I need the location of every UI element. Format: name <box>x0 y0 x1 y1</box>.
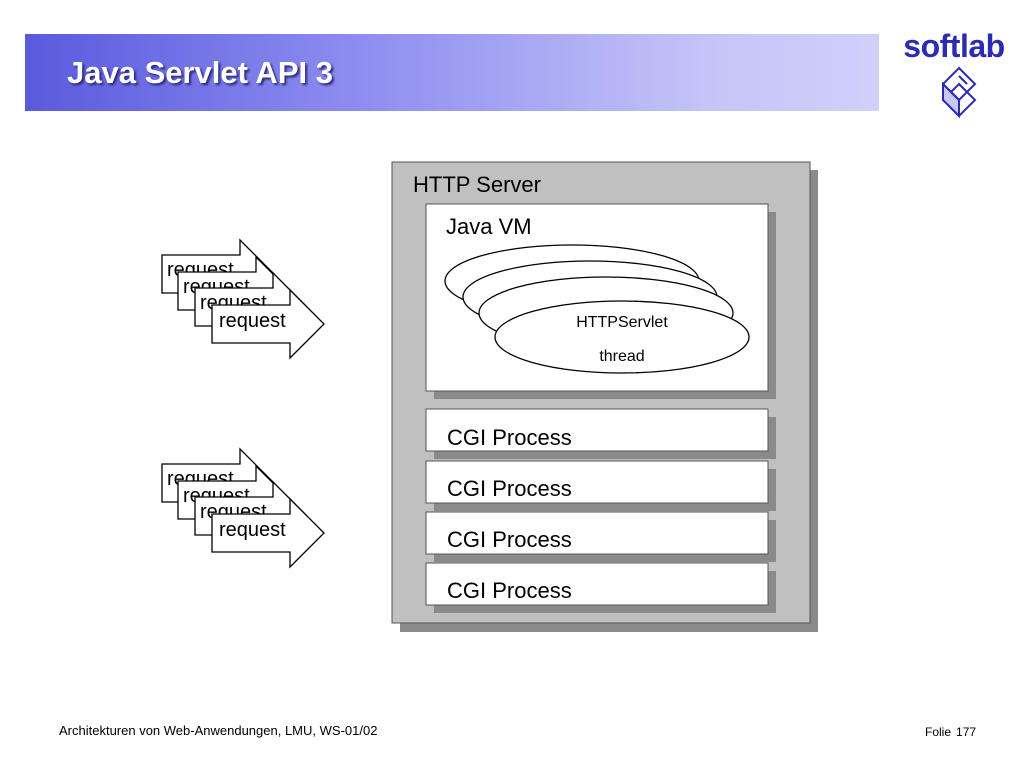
softlab-cube-icon <box>941 66 977 118</box>
cgi-process-2: CGI Process <box>425 460 776 511</box>
page-number: 177 <box>956 725 977 739</box>
title-bar: Java Servlet API 3 <box>25 34 879 111</box>
folie-label: Folie <box>925 725 952 739</box>
request-label: request <box>219 310 286 332</box>
request-arrow: request <box>211 288 325 360</box>
cgi-process-4: CGI Process <box>425 562 776 613</box>
thread-ellipse-front <box>494 300 750 374</box>
cgi-process-label: CGI Process <box>447 578 572 603</box>
cgi-process-label: CGI Process <box>447 425 572 450</box>
cgi-process-1: CGI Process <box>425 408 776 459</box>
logo-wordmark: softlab <box>903 28 1005 64</box>
servlet-label: HTTPServlet <box>576 314 668 331</box>
cgi-process-label: CGI Process <box>447 527 572 552</box>
request-label: request <box>219 519 286 541</box>
java-vm-box: Java VM HTTPServlet thread <box>425 203 776 399</box>
footer-page: Folie 177 <box>920 725 976 739</box>
cgi-process-3: CGI Process <box>425 511 776 562</box>
request-arrow: request <box>211 497 325 569</box>
request-group-1: request request request request <box>161 238 325 360</box>
request-group-2: request request request request <box>161 447 325 569</box>
slide-title: Java Servlet API 3 <box>67 55 333 90</box>
softlab-logo: softlab <box>896 28 1012 120</box>
http-server-label: HTTP Server <box>413 172 541 197</box>
java-vm-label: Java VM <box>446 214 532 239</box>
thread-label: thread <box>599 348 644 365</box>
cgi-process-label: CGI Process <box>447 476 572 501</box>
footer-course: Architekturen von Web-Anwendungen, LMU, … <box>59 723 378 738</box>
